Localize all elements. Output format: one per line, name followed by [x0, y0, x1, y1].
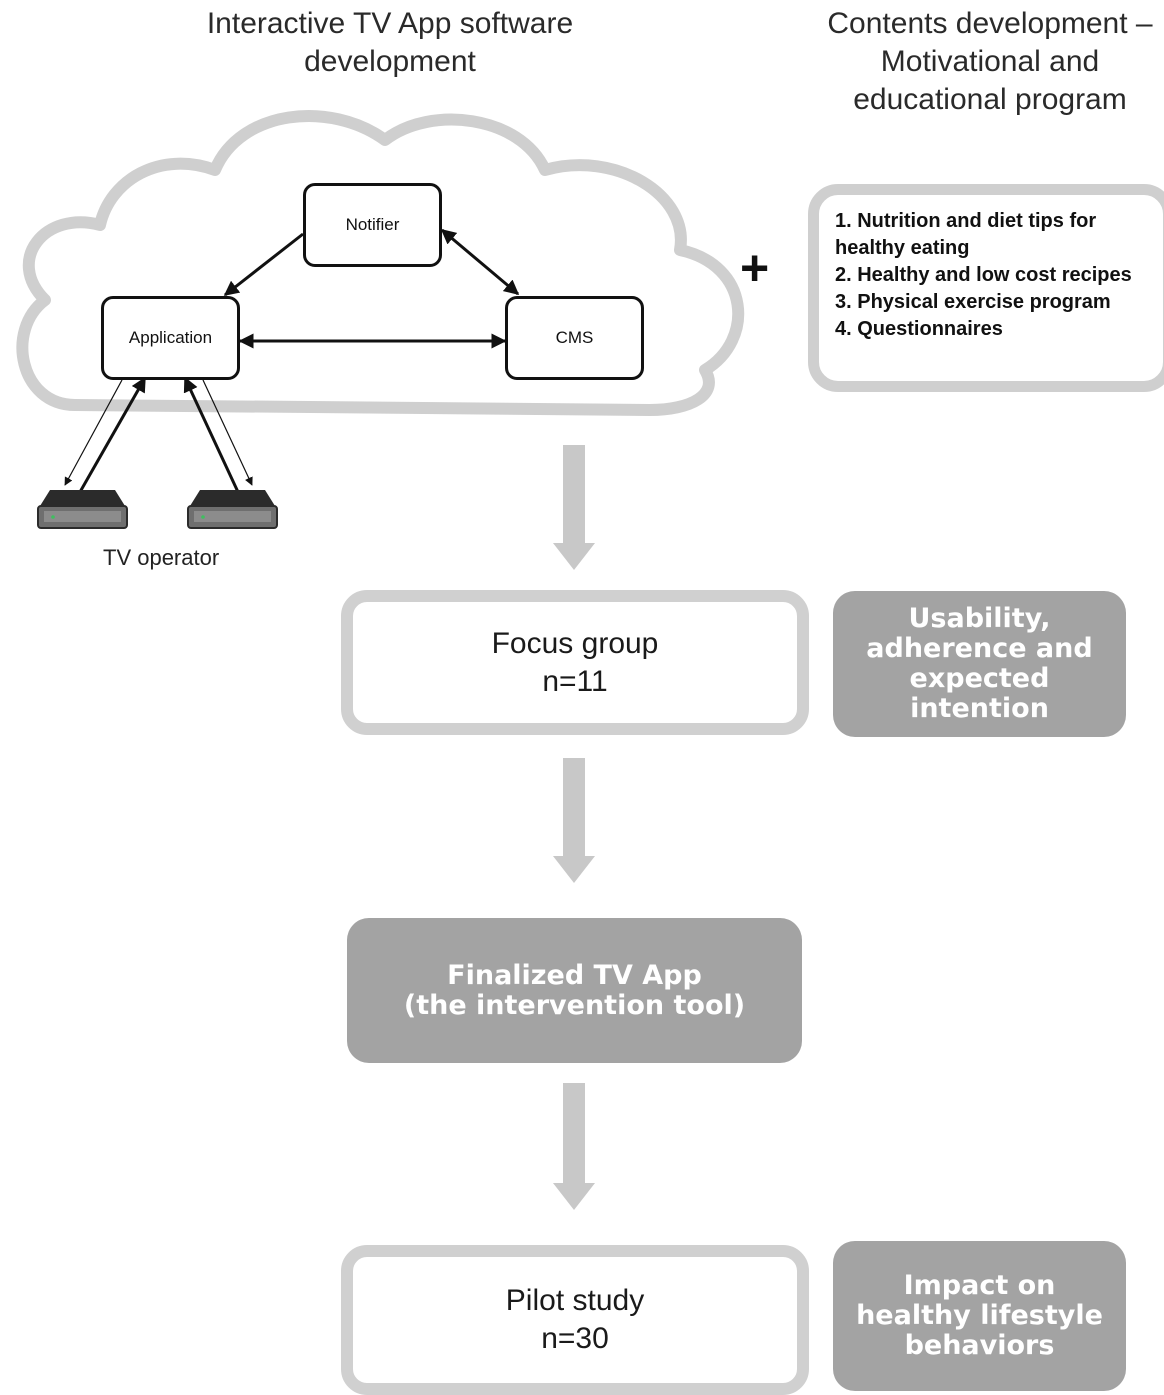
- focus-group-n: n=11: [542, 664, 608, 698]
- outcome-line: adherence and: [866, 633, 1093, 664]
- heading-line: educational program: [853, 83, 1127, 116]
- focus-group-box: Focus group n=11: [341, 590, 809, 735]
- heading-line: Contents development –: [827, 7, 1153, 40]
- finalized-line: Finalized TV App: [447, 959, 702, 991]
- flow-arrow-2: [553, 758, 595, 883]
- outcome-line: intention: [910, 693, 1049, 724]
- set-top-box-icon: [37, 490, 128, 529]
- finalized-line: (the intervention tool): [403, 989, 746, 1021]
- uplink-arrow-left: [78, 376, 147, 493]
- list-item: 4. Questionnaires: [835, 318, 1003, 340]
- tv-operator-label: TV operator: [103, 545, 220, 570]
- outcome-line: Usability,: [908, 603, 1051, 634]
- list-item: 1. Nutrition and diet tips for healthy e…: [835, 210, 1097, 259]
- heading-line: Interactive TV App software: [206, 7, 574, 40]
- pilot-study-box: Pilot study n=30: [341, 1245, 809, 1395]
- notifier-to-application-arrow: [223, 232, 304, 297]
- focus-group-title: Focus group: [491, 626, 659, 660]
- pilot-study-title: Pilot study: [505, 1284, 645, 1317]
- set-top-box-icon: [187, 490, 278, 529]
- cms-node: CMS: [505, 296, 644, 380]
- cms-label: CMS: [555, 328, 594, 347]
- outcome-line: expected: [909, 663, 1050, 694]
- contents-development-heading: Contents development – Motivational and …: [790, 5, 1164, 119]
- contents-box: [808, 184, 1164, 392]
- list-item: 3. Physical exercise program: [835, 291, 1111, 313]
- outcome-line: Impact on: [903, 1270, 1056, 1301]
- uplink-arrow-right: [183, 376, 240, 493]
- heading-line: development: [304, 45, 476, 78]
- flow-arrow-3: [553, 1083, 595, 1210]
- notifier-node: Notifier: [303, 183, 442, 267]
- finalized-tv-app-box: Finalized TV App (the intervention tool): [347, 918, 802, 1063]
- software-development-heading: Interactive TV App software development: [150, 5, 630, 81]
- outcome-line: behaviors: [904, 1330, 1055, 1361]
- downlink-arrow-left: [64, 379, 123, 486]
- application-label: Application: [128, 328, 213, 347]
- pilot-study-n: n=30: [541, 1322, 609, 1355]
- heading-line: Motivational and: [880, 45, 1100, 78]
- application-node: Application: [101, 296, 240, 380]
- focus-group-outcome-box: Usability, adherence and expected intent…: [833, 591, 1126, 737]
- outcome-line: healthy lifestyle: [856, 1300, 1103, 1331]
- contents-list: 1. Nutrition and diet tips for healthy e…: [835, 208, 1155, 343]
- flow-arrow-1: [553, 445, 595, 570]
- pilot-outcome-box: Impact on healthy lifestyle behaviors: [833, 1241, 1126, 1391]
- plus-icon: +: [740, 240, 770, 296]
- notifier-label: Notifier: [345, 215, 400, 234]
- list-item: 2. Healthy and low cost recipes: [835, 264, 1132, 286]
- notifier-cms-arrow: [440, 228, 520, 296]
- downlink-arrow-right: [202, 379, 253, 486]
